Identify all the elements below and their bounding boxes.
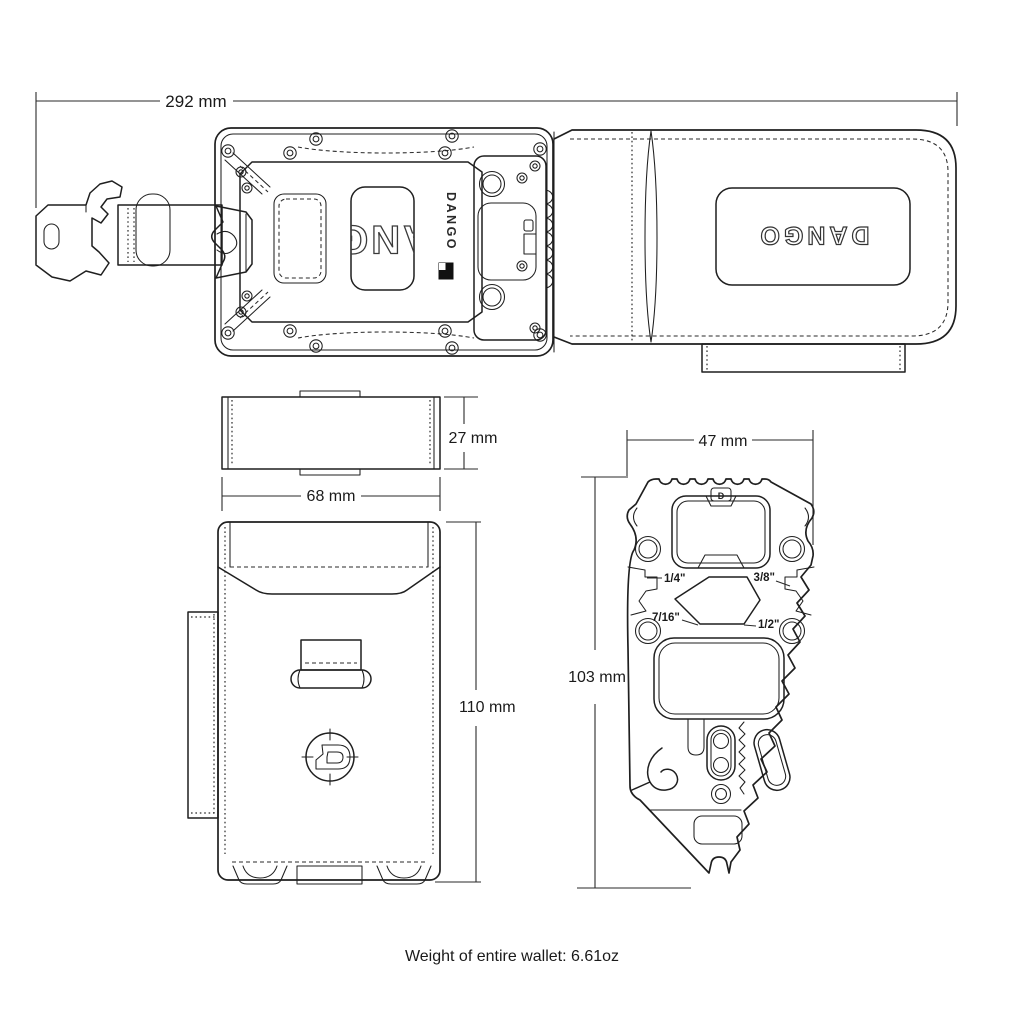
side-pocket <box>187 611 219 819</box>
front-view: 110 mm <box>187 521 516 885</box>
dango-d-monogram <box>301 728 359 786</box>
dango-logo-block <box>438 262 454 280</box>
hex-label-half: 1/2" <box>758 619 779 631</box>
hex-label-seven-sixteenths: 7/16" <box>652 612 680 624</box>
dango-wordmark-embossed: DANGO <box>756 221 869 249</box>
d-logo-box: D <box>710 487 732 502</box>
strap-clamp <box>211 205 253 279</box>
card-window <box>273 193 327 284</box>
belt-hook-clip <box>35 180 123 282</box>
dimension-folded-height: 27 mm <box>444 396 498 470</box>
hex-label-three-eighths: 3/8" <box>754 572 775 584</box>
lanyard-slot <box>706 725 736 805</box>
leather-flap: DANGO <box>553 129 957 373</box>
folded-width-label: 68 mm <box>307 488 356 505</box>
inner-plate <box>239 161 483 323</box>
strap <box>117 193 223 267</box>
dango-wordmark-large: DANGO <box>300 217 464 261</box>
front-height-label: 110 mm <box>459 699 516 716</box>
logo-plate: DANGO <box>300 186 464 291</box>
lower-cutout <box>653 637 785 756</box>
multitool-view: 47 mm 103 mm D 1/4" 3/8" <box>568 430 815 889</box>
hex-label-quarter: 1/4" <box>664 573 685 585</box>
dimension-folded-width: 68 mm <box>221 477 441 511</box>
overall-width-label: 292 mm <box>165 92 226 111</box>
folded-top-view: 27 mm 68 mm <box>221 390 498 511</box>
bottle-opener-cutout <box>671 495 771 569</box>
chassis: DANGO DANGO <box>214 127 554 357</box>
bottom-feet <box>232 865 432 885</box>
top-view-open-wallet: DANGO DANGO <box>35 127 957 373</box>
bottle-opener-cutout <box>477 202 537 281</box>
flap-embossed-logo: DANGO <box>715 187 911 286</box>
weight-caption: Weight of entire wallet: 6.61oz <box>405 948 619 965</box>
dimension-tool-width: 47 mm <box>626 430 814 545</box>
bottom-slot <box>693 815 743 845</box>
dango-wordmark-vertical: DANGO <box>444 192 458 251</box>
dimension-front-height: 110 mm <box>435 521 516 883</box>
stored-multitool <box>473 131 555 353</box>
dimension-tool-height: 103 mm <box>568 476 691 889</box>
multitool-outline <box>626 478 815 874</box>
belt-loop <box>290 639 372 689</box>
hex-labels: 1/4" 3/8" 7/16" 1/2" <box>647 572 791 631</box>
slanted-slot <box>753 728 791 792</box>
saw-edge-inner <box>738 721 746 795</box>
tool-monogram: D <box>718 491 725 501</box>
gut-hook <box>631 747 679 791</box>
dimension-overall-width: 292 mm <box>35 92 958 208</box>
center-hex-cutout <box>674 576 761 625</box>
tool-width-label: 47 mm <box>699 433 748 450</box>
flap-bottom-tab <box>701 343 906 373</box>
tool-height-label: 103 mm <box>568 669 626 686</box>
folded-height-label: 27 mm <box>449 430 498 447</box>
